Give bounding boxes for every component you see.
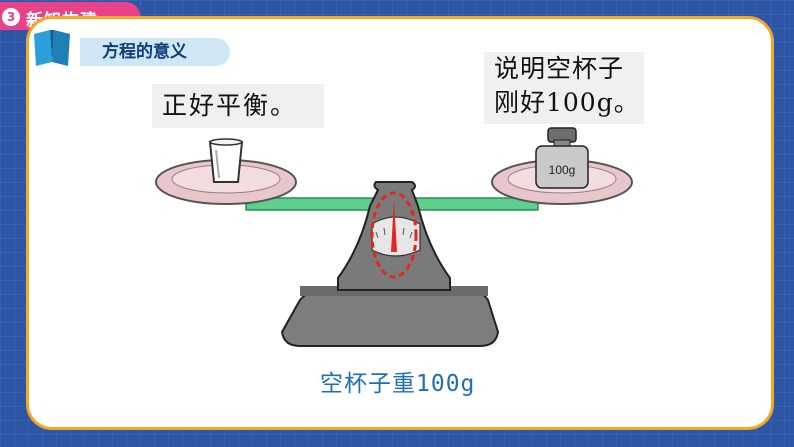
bubble-right-line2: 刚好100g。 [494, 88, 640, 117]
book-icon [34, 30, 70, 66]
weight-label: 100g [549, 163, 576, 177]
speech-bubble-right: 说明空杯子 刚好100g。 [484, 52, 644, 124]
scale-base [280, 287, 500, 347]
weight-body [535, 145, 589, 189]
weight-neck [553, 139, 571, 147]
speech-bubble-left: 正好平衡。 [152, 84, 324, 128]
caption: 空杯子重100g [320, 371, 476, 397]
scale-needle [391, 200, 397, 252]
subtitle-bar: 方程的意义 [80, 38, 230, 66]
balance-highlight [370, 191, 418, 279]
glass-cup [208, 141, 244, 183]
section-number: 3 [2, 8, 20, 26]
bubble-right-line1: 说明空杯子 [494, 54, 625, 83]
